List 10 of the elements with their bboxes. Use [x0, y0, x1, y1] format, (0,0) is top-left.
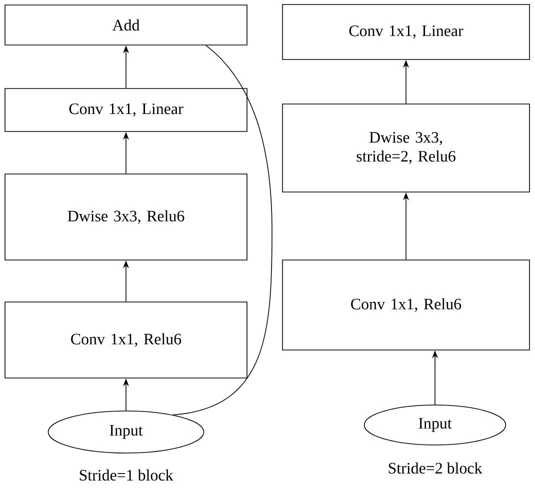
layer-box: Dwise 3x3, stride=2, Relu6 [282, 104, 530, 192]
layer-box: Add [4, 4, 248, 46]
caption: Stride=2 block [388, 462, 482, 474]
layer-box: Conv 1x1, Linear [282, 4, 530, 60]
layer-box: Conv 1x1, Relu6 [282, 260, 530, 350]
caption: Stride=1 block [80, 469, 174, 481]
skip-connection-curve [172, 45, 272, 416]
layer-box: Conv 1x1, Relu6 [4, 302, 248, 378]
layer-box: Dwise 3x3, Relu6 [4, 174, 248, 260]
layer-box: Conv 1x1, Linear [4, 88, 248, 132]
